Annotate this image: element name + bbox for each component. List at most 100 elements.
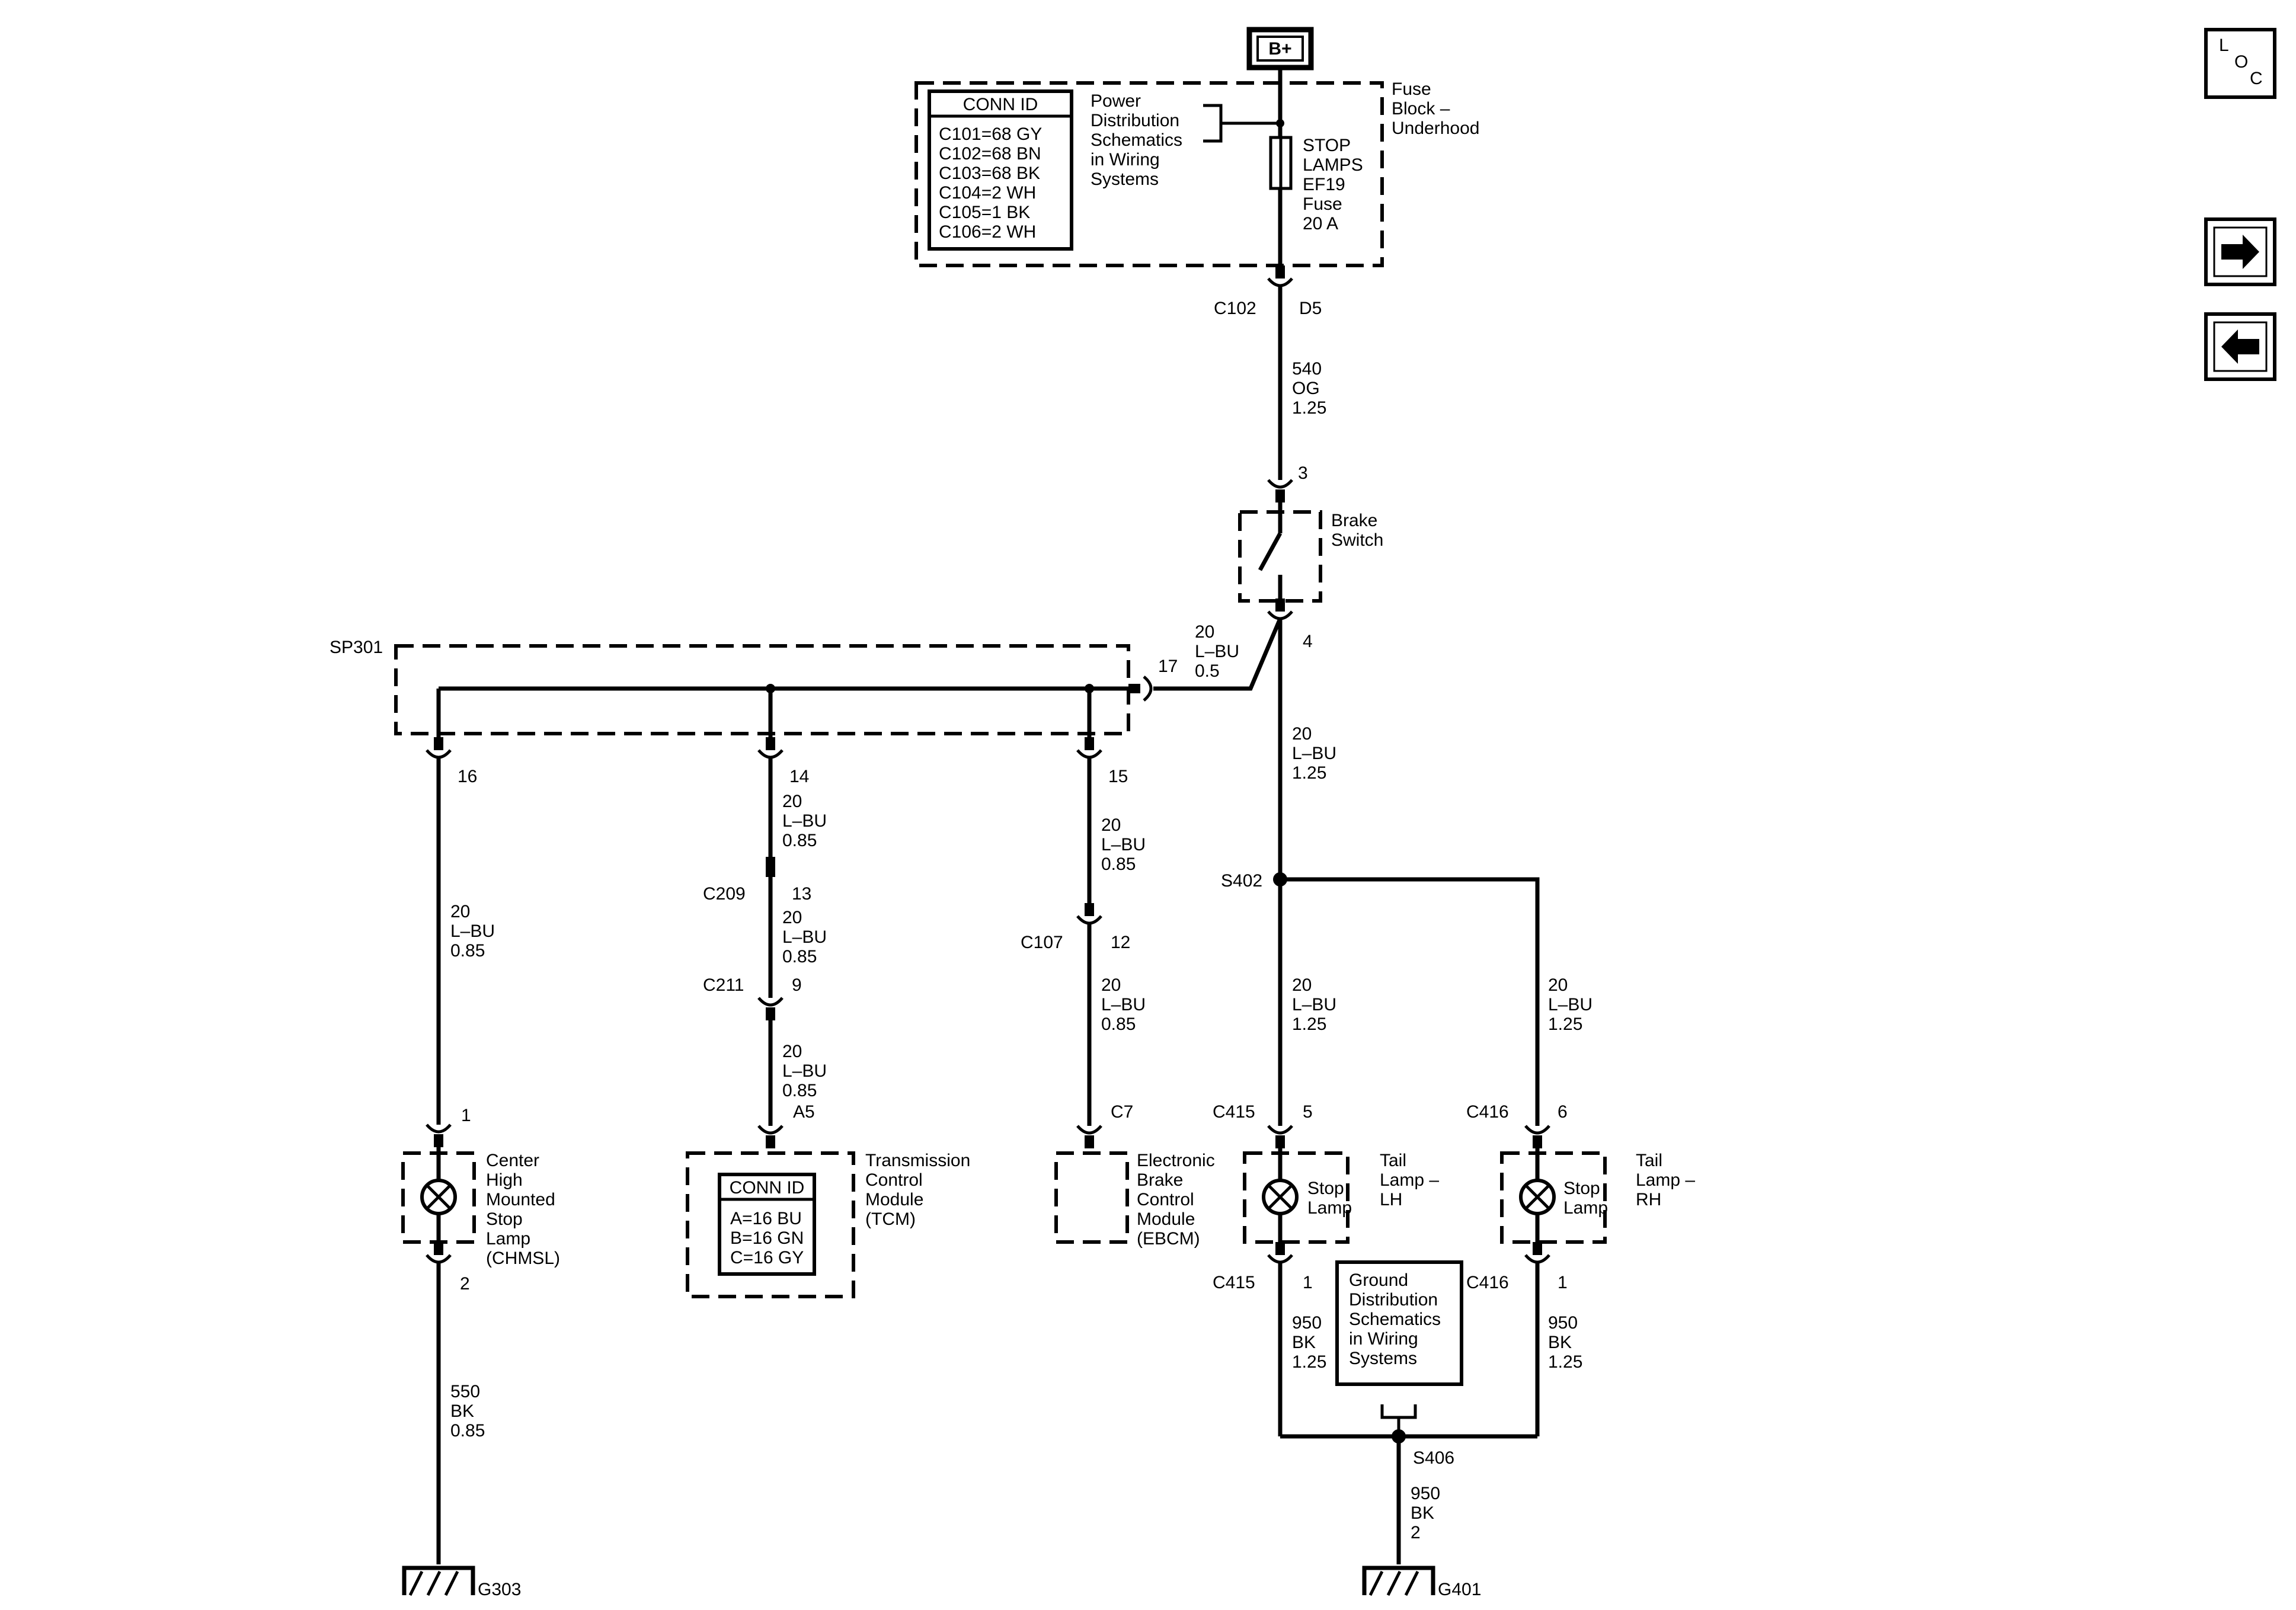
svg-text:950: 950 xyxy=(1292,1313,1322,1333)
svg-text:20: 20 xyxy=(782,1042,802,1061)
sp301-pin-16-connector: 16 xyxy=(426,737,477,786)
svg-text:Systems: Systems xyxy=(1091,169,1159,189)
tail-lamp-rh-label: Tail Lamp – RH xyxy=(1636,1151,1695,1209)
svg-text:Lamp –: Lamp – xyxy=(1380,1170,1439,1190)
c211-label: C211 xyxy=(703,975,744,995)
svg-text:L–BU: L–BU xyxy=(782,1061,827,1081)
svg-text:20: 20 xyxy=(1101,975,1121,995)
c107-label: C107 xyxy=(1021,933,1063,952)
svg-text:LAMPS: LAMPS xyxy=(1303,155,1363,175)
svg-text:C105=1 BK: C105=1 BK xyxy=(939,203,1030,222)
ebcm-module: C7 xyxy=(1054,1102,1133,1244)
svg-text:L–BU: L–BU xyxy=(1548,995,1593,1014)
svg-text:L–BU: L–BU xyxy=(1195,642,1239,661)
svg-text:Tail: Tail xyxy=(1380,1151,1406,1170)
wire-ebcm-1-label: 20 L–BU 0.85 xyxy=(1101,815,1146,874)
wire-switch-to-sp301 xyxy=(1153,617,1283,691)
ground-g303-icon xyxy=(402,1566,475,1596)
connector-c107 xyxy=(1076,903,1102,925)
svg-text:Switch: Switch xyxy=(1331,530,1383,550)
svg-text:Module: Module xyxy=(1137,1209,1195,1229)
svg-text:950: 950 xyxy=(1411,1484,1440,1503)
svg-text:Block –: Block – xyxy=(1392,99,1450,119)
wire-tail-rh-label: 20 L–BU 1.25 xyxy=(1548,975,1593,1034)
wire-chmsl-ground-label: 550 BK 0.85 xyxy=(450,1382,485,1441)
sp301-label: SP301 xyxy=(330,638,383,657)
tail-lamp-lh: Stop Lamp xyxy=(1243,1125,1352,1264)
c211-pin: 9 xyxy=(792,975,802,995)
loc-button[interactable]: L O C xyxy=(2204,28,2276,99)
wire-ebcm-2-label: 20 L–BU 0.85 xyxy=(1101,975,1146,1034)
c415-top-pin: 5 xyxy=(1303,1102,1313,1122)
svg-text:1.25: 1.25 xyxy=(1292,398,1326,418)
svg-text:RH: RH xyxy=(1636,1190,1661,1209)
c107-pin: 12 xyxy=(1111,933,1130,952)
ground-g303-label: G303 xyxy=(478,1580,521,1599)
svg-text:L–BU: L–BU xyxy=(782,927,827,947)
svg-text:(EBCM): (EBCM) xyxy=(1137,1229,1200,1249)
fuse-ef19 xyxy=(1269,136,1293,190)
svg-text:C104=2 WH: C104=2 WH xyxy=(939,183,1036,203)
svg-text:L–BU: L–BU xyxy=(1101,835,1146,854)
fuse-block-conn-id-table: CONN ID C101=68 GY C102=68 BN C103=68 BK… xyxy=(928,89,1073,251)
chmsl-lamp: 1 2 xyxy=(401,1106,476,1294)
svg-text:Stop: Stop xyxy=(1563,1179,1600,1198)
svg-text:Brake: Brake xyxy=(1331,511,1377,530)
svg-text:20: 20 xyxy=(1292,975,1312,995)
ground-g401-icon xyxy=(1362,1566,1435,1596)
svg-text:(CHMSL): (CHMSL) xyxy=(486,1249,560,1268)
svg-text:Distribution: Distribution xyxy=(1349,1290,1438,1310)
wire-switch-to-s402-label: 20 L–BU 1.25 xyxy=(1292,724,1336,783)
wire-switch-to-sp301-label: 20 L–BU 0.5 xyxy=(1195,622,1239,681)
wire-540-label: 540 OG 1.25 xyxy=(1292,359,1326,418)
fuse-block-outline xyxy=(914,81,1384,267)
svg-text:Electronic: Electronic xyxy=(1137,1151,1215,1170)
svg-text:(TCM): (TCM) xyxy=(865,1209,916,1229)
svg-text:CONN ID: CONN ID xyxy=(963,95,1038,114)
brake-switch-label: Brake Switch xyxy=(1331,511,1383,550)
svg-text:540: 540 xyxy=(1292,359,1322,379)
c416-bottom-pin: 1 xyxy=(1558,1273,1568,1292)
svg-text:3: 3 xyxy=(1298,463,1308,483)
svg-text:Lamp –: Lamp – xyxy=(1636,1170,1695,1190)
prev-page-button[interactable] xyxy=(2204,312,2276,381)
next-page-button[interactable] xyxy=(2204,217,2276,286)
svg-text:1: 1 xyxy=(461,1106,471,1125)
wire-tail-lh-label: 20 L–BU 1.25 xyxy=(1292,975,1336,1034)
connector-c211 xyxy=(757,997,784,1020)
right-arrow-icon xyxy=(2221,235,2259,269)
svg-text:C=16 GY: C=16 GY xyxy=(730,1248,804,1267)
ground-g401-label: G401 xyxy=(1438,1580,1481,1599)
svg-text:BK: BK xyxy=(1411,1503,1434,1523)
svg-text:4: 4 xyxy=(1303,632,1313,651)
svg-text:20: 20 xyxy=(1195,622,1214,642)
svg-text:Control: Control xyxy=(865,1170,923,1190)
svg-text:STOP: STOP xyxy=(1303,136,1351,155)
svg-text:Fuse: Fuse xyxy=(1392,79,1431,99)
c415-bottom-pin: 1 xyxy=(1303,1273,1313,1292)
svg-text:L: L xyxy=(2219,36,2229,55)
c102-pin: D5 xyxy=(1299,299,1322,318)
svg-text:Module: Module xyxy=(865,1190,923,1209)
svg-text:20 A: 20 A xyxy=(1303,214,1338,233)
power-distribution-reference[interactable]: Power Distribution Schematics in Wiring … xyxy=(1091,91,1284,189)
tcm-module: A5 CONN ID A=16 BU B=16 GN C=16 GY xyxy=(686,1102,855,1298)
svg-text:20: 20 xyxy=(1548,975,1568,995)
svg-text:Mounted: Mounted xyxy=(486,1190,555,1209)
svg-text:Center: Center xyxy=(486,1151,539,1170)
svg-text:A5: A5 xyxy=(793,1102,815,1122)
svg-text:L–BU: L–BU xyxy=(1101,995,1146,1014)
svg-text:C7: C7 xyxy=(1111,1102,1133,1122)
svg-text:BK: BK xyxy=(450,1401,474,1421)
svg-text:2: 2 xyxy=(460,1274,470,1294)
svg-text:Systems: Systems xyxy=(1349,1349,1417,1368)
svg-text:0.85: 0.85 xyxy=(782,831,817,850)
tcm-label: Transmission Control Module (TCM) xyxy=(865,1151,970,1229)
battery-label: B+ xyxy=(1268,39,1291,59)
ground-distribution-reference[interactable]: Ground Distribution Schematics in Wiring… xyxy=(1335,1260,1463,1436)
svg-text:C101=68 GY: C101=68 GY xyxy=(939,124,1042,144)
svg-text:0.85: 0.85 xyxy=(450,1421,485,1441)
svg-text:0.85: 0.85 xyxy=(782,1081,817,1100)
sp301-input-connector: 17 xyxy=(1128,657,1178,702)
